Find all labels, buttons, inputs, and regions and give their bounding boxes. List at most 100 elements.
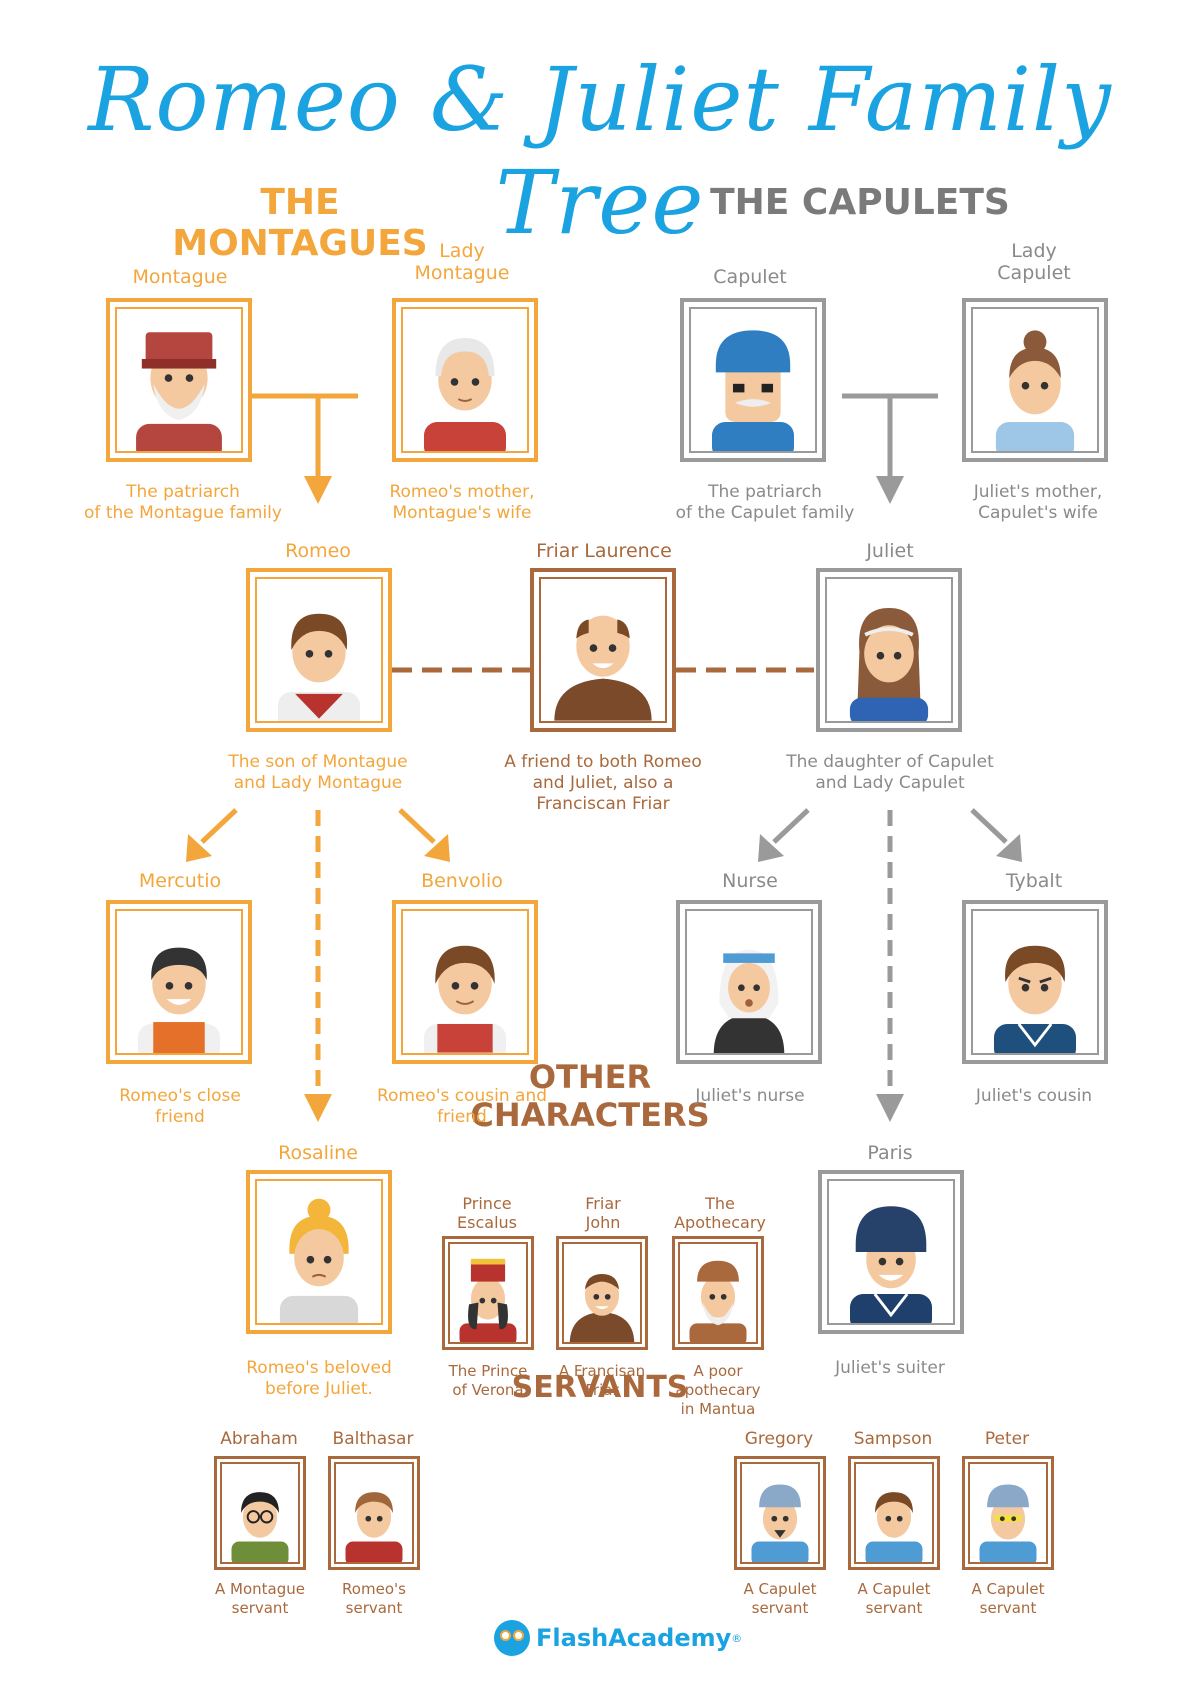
page-title: Romeo & Juliet Family Tree [88, 48, 1112, 254]
desc-nurse: Juliet's nurse [695, 1086, 805, 1106]
gregory-avatar-icon [751, 1484, 809, 1562]
portrait-abraham [214, 1456, 306, 1570]
name-montague: Montague [132, 266, 228, 288]
desc-capulet: The patriarch of the Capulet family [675, 482, 855, 523]
section-title-other-characters: OTHER CHARACTERS [470, 1058, 710, 1134]
name-romeo: Romeo [285, 540, 351, 562]
abraham-avatar-icon [231, 1492, 289, 1562]
romeo-to-mercutio-line [200, 808, 238, 844]
arrow-to-nurse [758, 834, 784, 862]
balthasar-avatar-icon [345, 1492, 403, 1562]
name-mercutio: Mercutio [138, 870, 222, 892]
portrait-lady-montague [392, 298, 538, 462]
portrait-sampson [848, 1456, 940, 1570]
arrow-to-rosaline [304, 1094, 332, 1122]
logo-registered-mark: ® [731, 1631, 743, 1645]
rosaline-avatar-icon [279, 1198, 359, 1323]
desc-abraham: A Montague servant [215, 1580, 305, 1617]
name-peter: Peter [984, 1429, 1030, 1449]
montague-avatar-icon [136, 332, 222, 451]
arrow-to-romeo [304, 476, 332, 504]
desc-juliet: The daughter of Capulet and Lady Capulet [786, 752, 994, 793]
juliet-avatar-icon [849, 608, 929, 721]
portrait-benvolio [392, 900, 538, 1064]
lady-capulet-avatar-icon [995, 330, 1075, 451]
desc-montague: The patriarch of the Montague family [84, 482, 282, 523]
arrow-to-juliet [876, 476, 904, 504]
desc-friar-john: A Francisan Friar [558, 1362, 646, 1399]
lady-montague-avatar-icon [423, 338, 507, 451]
logo-text: FlashAcademy [536, 1624, 732, 1652]
desc-apothecary: A poor apothecary in Mantua [675, 1362, 761, 1418]
name-juliet: Juliet [866, 540, 914, 562]
name-lady-montague: Lady Montague [414, 240, 510, 284]
name-sampson: Sampson [853, 1429, 933, 1449]
name-lady-capulet: Lady Capulet [997, 240, 1071, 284]
section-title-servants: SERVANTS [511, 1370, 689, 1405]
nurse-avatar-icon [713, 949, 785, 1053]
desc-romeo: The son of Montague and Lady Montague [228, 752, 408, 793]
juliet-to-tybalt-line [970, 808, 1008, 844]
portrait-juliet [816, 568, 962, 732]
name-apothecary: The Apothecary [674, 1194, 766, 1232]
portrait-mercutio [106, 900, 252, 1064]
name-prince-escalus: Prince Escalus [457, 1194, 517, 1232]
sampson-avatar-icon [865, 1492, 923, 1562]
portrait-tybalt [962, 900, 1108, 1064]
name-balthasar: Balthasar [332, 1429, 414, 1449]
desc-balthasar: Romeo's servant [342, 1580, 406, 1617]
paris-avatar-icon [849, 1206, 933, 1323]
name-nurse: Nurse [722, 870, 778, 892]
portrait-romeo [246, 568, 392, 732]
portrait-nurse [676, 900, 822, 1064]
capulet-marriage-connector [842, 393, 938, 478]
desc-lady-capulet: Juliet's mother, Capulet's wife [973, 482, 1103, 523]
montague-marriage-connector [252, 393, 358, 478]
portrait-montague [106, 298, 252, 462]
portrait-paris [818, 1170, 964, 1334]
arrow-to-mercutio [186, 834, 212, 862]
name-gregory: Gregory [744, 1429, 814, 1449]
portrait-prince-escalus [442, 1236, 534, 1350]
desc-rosaline: Romeo's beloved before Juliet. [246, 1358, 392, 1399]
desc-paris: Juliet's suiter [835, 1358, 945, 1378]
capulet-avatar-icon [711, 330, 795, 451]
portrait-apothecary [672, 1236, 764, 1350]
name-friar-john: Friar John [585, 1194, 621, 1232]
name-rosaline: Rosaline [278, 1142, 358, 1164]
romeo-avatar-icon [277, 613, 361, 721]
name-capulet: Capulet [713, 266, 787, 288]
name-friar-laurence: Friar Laurence [536, 540, 672, 562]
arrow-to-paris [876, 1094, 904, 1122]
portrait-lady-capulet [962, 298, 1108, 462]
peter-avatar-icon [979, 1484, 1037, 1562]
portrait-friar-laurence [530, 568, 676, 732]
arrow-to-benvolio [424, 834, 450, 862]
mercutio-avatar-icon [137, 947, 221, 1053]
benvolio-avatar-icon [423, 945, 507, 1053]
desc-lady-montague: Romeo's mother, Montague's wife [389, 482, 535, 523]
section-title-capulets: THE CAPULETS [710, 182, 1010, 223]
name-abraham: Abraham [220, 1429, 298, 1449]
flashacademy-logo: FlashAcademy ® [494, 1618, 742, 1658]
desc-friar-laurence: A friend to both Romeo and Juliet, also … [504, 752, 702, 814]
romeo-to-benvolio-line [398, 808, 436, 844]
desc-gregory: A Capulet servant [743, 1580, 817, 1617]
juliet-to-nurse-line [772, 808, 810, 844]
portrait-peter [962, 1456, 1054, 1570]
desc-benvolio: Romeo's cousin and friend [376, 1086, 548, 1127]
portrait-gregory [734, 1456, 826, 1570]
name-benvolio: Benvolio [421, 870, 503, 892]
portrait-balthasar [328, 1456, 420, 1570]
desc-tybalt: Juliet's cousin [975, 1086, 1093, 1106]
apothecary-avatar-icon [689, 1260, 747, 1342]
section-title-montagues: THE MONTAGUES [172, 182, 428, 264]
desc-sampson: A Capulet servant [857, 1580, 931, 1617]
portrait-capulet [680, 298, 826, 462]
desc-peter: A Capulet servant [971, 1580, 1045, 1617]
portrait-rosaline [246, 1170, 392, 1334]
owl-logo-icon [494, 1620, 530, 1656]
desc-mercutio: Romeo's close friend [119, 1086, 241, 1127]
prince-escalus-avatar-icon [459, 1258, 517, 1342]
